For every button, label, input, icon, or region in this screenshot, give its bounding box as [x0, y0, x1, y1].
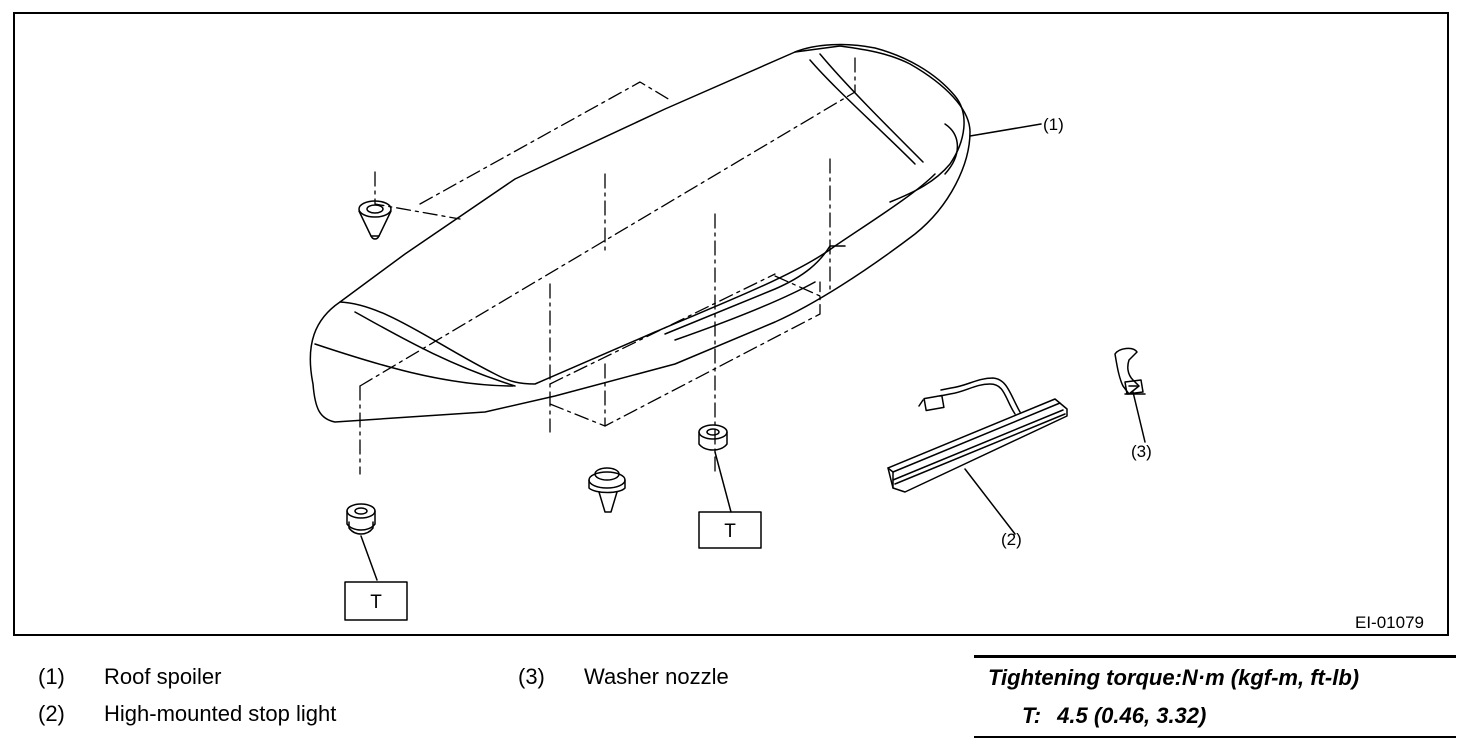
legend-label: High-mounted stop light — [104, 701, 337, 726]
torque-value-row: T: 4.5 (0.46, 3.32) — [1022, 703, 1206, 729]
callout-1: (1) — [1043, 115, 1064, 134]
figure-code: EI-01079 — [1355, 613, 1424, 632]
legend-num: (3) — [518, 664, 545, 689]
nut-left — [346, 503, 378, 581]
torque-marker-center: T — [724, 521, 736, 542]
legend-num: (1) — [38, 664, 65, 689]
legend-label: Roof spoiler — [104, 664, 222, 689]
legend-label: Washer nozzle — [584, 664, 729, 689]
exploded-view-diagram: (1) (2) (3) T T EI-01079 — [309, 43, 1424, 632]
torque-box-center — [698, 511, 762, 549]
torque-value: 4.5 (0.46, 3.32) — [1057, 703, 1207, 728]
legend-num: (2) — [38, 701, 65, 726]
torque-key: T: — [1022, 703, 1042, 728]
figure-frame: (1) (2) (3) T T EI-01079 — [13, 12, 1449, 636]
torque-marker-left: T — [370, 592, 382, 613]
callout-2: (2) — [1001, 530, 1022, 549]
clip-left — [358, 200, 392, 240]
high-mounted-stop-light — [887, 377, 1068, 535]
torque-spec: Tightening torque:N·m (kgf-m, ft-lb) T: 4… — [974, 655, 1456, 738]
nut-center — [698, 424, 732, 513]
torque-title: Tightening torque:N·m (kgf-m, ft-lb) — [988, 665, 1360, 690]
roof-spoiler-body — [309, 45, 971, 423]
callout-3: (3) — [1131, 442, 1152, 461]
washer-nozzle — [1114, 347, 1146, 443]
clip-center — [588, 467, 626, 513]
torque-box-left — [344, 581, 408, 621]
